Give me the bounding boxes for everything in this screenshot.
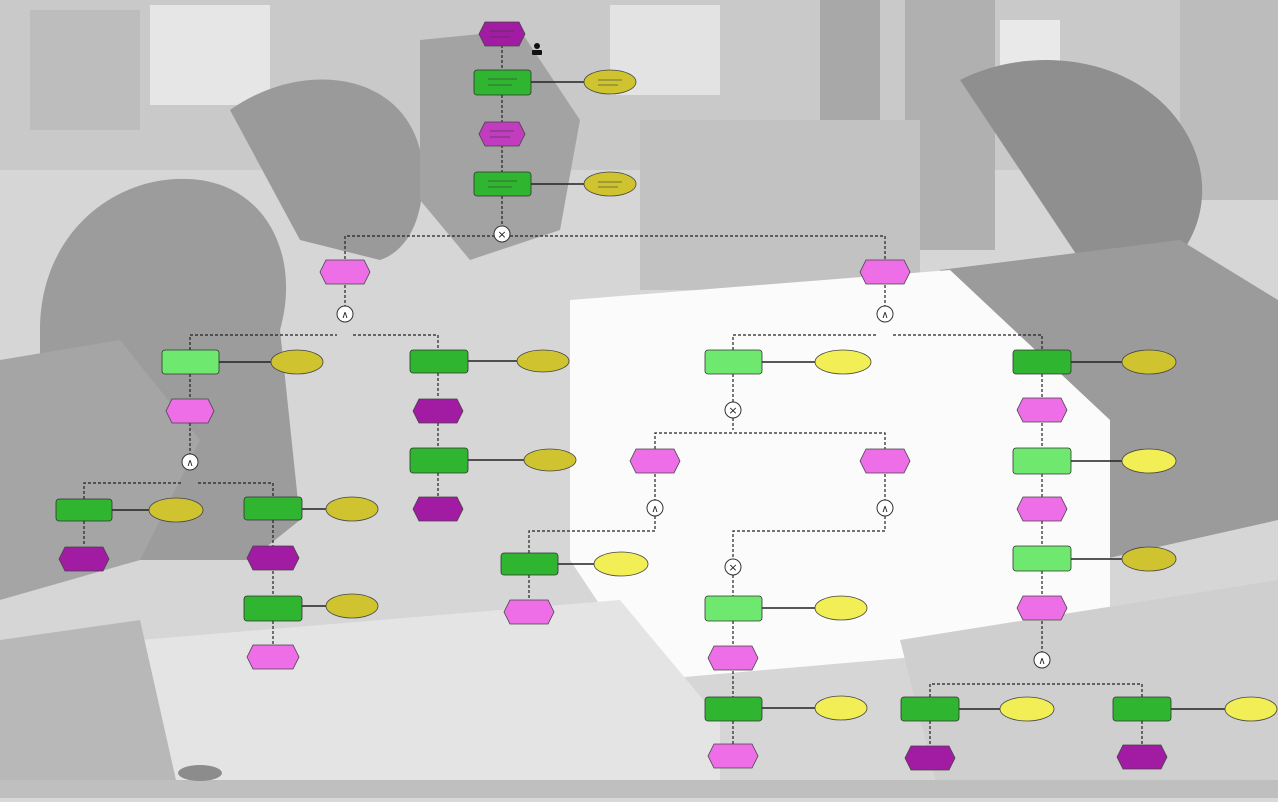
org-unit-node [583, 171, 637, 197]
and-connector: ∧ [876, 499, 894, 517]
org-unit-node [814, 595, 868, 621]
event-node [503, 599, 555, 625]
event-node [1016, 496, 1068, 522]
org-unit-node [523, 448, 577, 472]
org-unit-node [1121, 349, 1177, 375]
and-connector: ∧ [876, 305, 894, 323]
association-lines [112, 81, 1226, 710]
event-node [319, 259, 371, 285]
event-node [859, 448, 911, 474]
event-node [165, 398, 215, 424]
flow-lines [83, 45, 1143, 746]
xor-connector: × [724, 558, 742, 576]
function-node [900, 696, 960, 722]
function-node [243, 496, 303, 521]
event-node [246, 545, 300, 571]
org-unit-node [325, 496, 379, 522]
function-node [1112, 696, 1172, 722]
function-node [704, 595, 763, 622]
event-node [246, 644, 300, 670]
event-node [478, 21, 526, 47]
function-node [1012, 349, 1072, 375]
connector-symbol: × [728, 561, 737, 574]
illegible-node-text [488, 30, 622, 188]
event-node [478, 121, 526, 147]
org-units [148, 69, 1278, 722]
connectors: × ∧ ∧ ∧ × ∧ ∧ × ∧ [181, 225, 1051, 669]
event-node [1016, 397, 1068, 423]
event-node [707, 645, 759, 671]
and-connector: ∧ [181, 453, 199, 471]
event-node [859, 259, 911, 285]
event-node [629, 448, 681, 474]
org-unit-node [1224, 696, 1278, 722]
org-unit-node [516, 349, 570, 373]
event-node [412, 398, 464, 424]
event-node [1016, 595, 1068, 621]
event-node [904, 745, 956, 771]
org-unit-node [1121, 448, 1177, 474]
function-node [409, 349, 469, 374]
and-connector: ∧ [336, 305, 354, 323]
connector-symbol: ∧ [186, 458, 193, 469]
function-node [409, 447, 469, 474]
function-node [704, 349, 763, 375]
and-connector: ∧ [646, 499, 664, 517]
function-node [1012, 447, 1072, 475]
function-node [704, 696, 763, 722]
event-node [58, 546, 110, 572]
event-node [1116, 744, 1168, 770]
connector-symbol: ∧ [341, 310, 348, 321]
events [58, 21, 1168, 771]
connector-symbol: ∧ [651, 504, 658, 515]
and-connector: ∧ [1033, 651, 1051, 669]
connector-symbol: × [728, 404, 737, 417]
function-node [500, 552, 559, 576]
function-node [243, 595, 303, 622]
function-node [473, 69, 532, 96]
function-node [1012, 545, 1072, 572]
org-unit-node [148, 497, 204, 523]
event-node [412, 496, 464, 522]
org-unit-node [1121, 546, 1177, 572]
function-node [161, 349, 220, 375]
connector-symbol: ∧ [1038, 656, 1045, 667]
functions [55, 69, 1172, 722]
org-unit-node [270, 349, 324, 375]
org-unit-node [999, 696, 1055, 722]
org-unit-node [593, 551, 649, 577]
xor-connector: × [493, 225, 511, 243]
xor-connector: × [724, 401, 742, 419]
connector-symbol: ∧ [881, 310, 888, 321]
org-unit-node [814, 349, 872, 375]
person-icon [532, 43, 542, 55]
org-unit-node [814, 695, 868, 721]
function-node [473, 171, 532, 197]
event-node [707, 743, 759, 769]
org-unit-node [583, 69, 637, 95]
org-unit-node [325, 593, 379, 619]
connector-symbol: ∧ [881, 504, 888, 515]
function-node [55, 498, 113, 522]
connector-symbol: × [497, 228, 506, 241]
